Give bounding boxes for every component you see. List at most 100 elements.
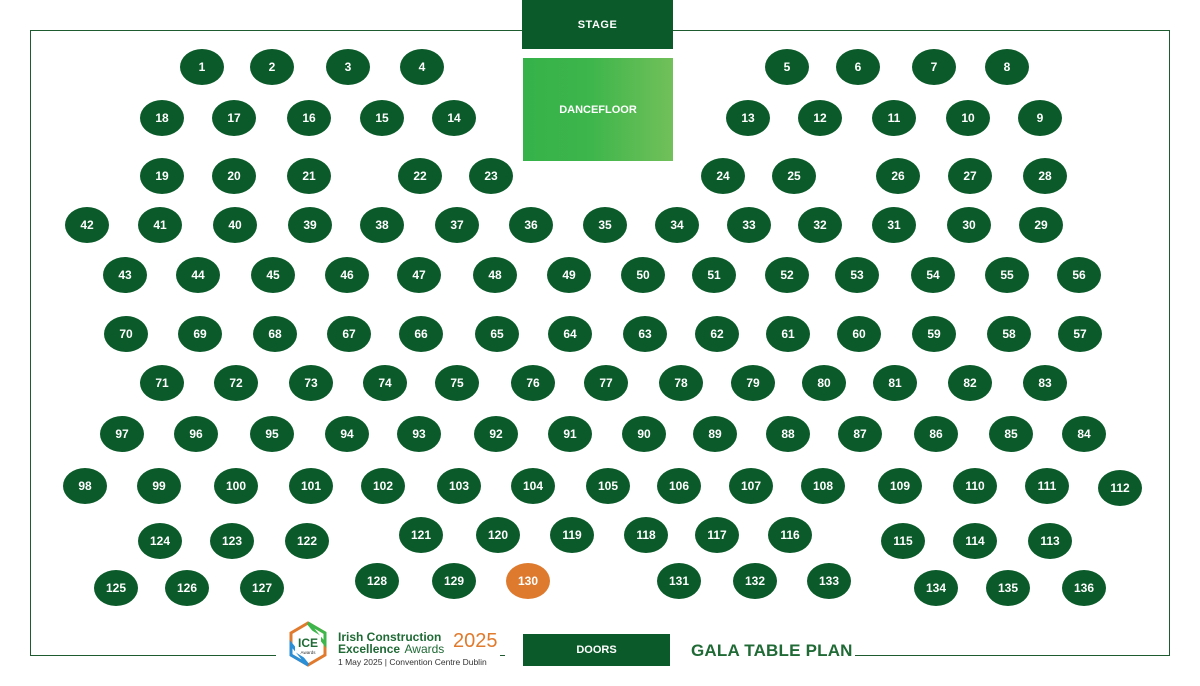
table-71[interactable]: 71 [140,365,184,401]
table-125[interactable]: 125 [94,570,138,606]
table-2[interactable]: 2 [250,49,294,85]
table-46[interactable]: 46 [325,257,369,293]
table-74[interactable]: 74 [363,365,407,401]
table-134[interactable]: 134 [914,570,958,606]
table-131[interactable]: 131 [657,563,701,599]
table-8[interactable]: 8 [985,49,1029,85]
table-61[interactable]: 61 [766,316,810,352]
table-62[interactable]: 62 [695,316,739,352]
table-112[interactable]: 112 [1098,470,1142,506]
table-21[interactable]: 21 [287,158,331,194]
table-120[interactable]: 120 [476,517,520,553]
table-50[interactable]: 50 [621,257,665,293]
table-1[interactable]: 1 [180,49,224,85]
table-17[interactable]: 17 [212,100,256,136]
table-136[interactable]: 136 [1062,570,1106,606]
table-118[interactable]: 118 [624,517,668,553]
table-54[interactable]: 54 [911,257,955,293]
table-111[interactable]: 111 [1025,468,1069,504]
table-90[interactable]: 90 [622,416,666,452]
table-7[interactable]: 7 [912,49,956,85]
table-4[interactable]: 4 [400,49,444,85]
table-23[interactable]: 23 [469,158,513,194]
table-43[interactable]: 43 [103,257,147,293]
table-126[interactable]: 126 [165,570,209,606]
table-78[interactable]: 78 [659,365,703,401]
table-49[interactable]: 49 [547,257,591,293]
table-35[interactable]: 35 [583,207,627,243]
table-42[interactable]: 42 [65,207,109,243]
table-22[interactable]: 22 [398,158,442,194]
table-63[interactable]: 63 [623,316,667,352]
table-123[interactable]: 123 [210,523,254,559]
table-51[interactable]: 51 [692,257,736,293]
table-96[interactable]: 96 [174,416,218,452]
table-36[interactable]: 36 [509,207,553,243]
table-14[interactable]: 14 [432,100,476,136]
table-110[interactable]: 110 [953,468,997,504]
table-76[interactable]: 76 [511,365,555,401]
table-20[interactable]: 20 [212,158,256,194]
table-45[interactable]: 45 [251,257,295,293]
table-119[interactable]: 119 [550,517,594,553]
table-39[interactable]: 39 [288,207,332,243]
table-30[interactable]: 30 [947,207,991,243]
table-102[interactable]: 102 [361,468,405,504]
table-48[interactable]: 48 [473,257,517,293]
table-55[interactable]: 55 [985,257,1029,293]
table-27[interactable]: 27 [948,158,992,194]
table-85[interactable]: 85 [989,416,1033,452]
table-81[interactable]: 81 [873,365,917,401]
table-10[interactable]: 10 [946,100,990,136]
table-101[interactable]: 101 [289,468,333,504]
table-93[interactable]: 93 [397,416,441,452]
table-113[interactable]: 113 [1028,523,1072,559]
table-34[interactable]: 34 [655,207,699,243]
table-3[interactable]: 3 [326,49,370,85]
table-132[interactable]: 132 [733,563,777,599]
table-122[interactable]: 122 [285,523,329,559]
table-94[interactable]: 94 [325,416,369,452]
table-28[interactable]: 28 [1023,158,1067,194]
table-37[interactable]: 37 [435,207,479,243]
table-67[interactable]: 67 [327,316,371,352]
table-87[interactable]: 87 [838,416,882,452]
table-9[interactable]: 9 [1018,100,1062,136]
table-13[interactable]: 13 [726,100,770,136]
table-6[interactable]: 6 [836,49,880,85]
table-82[interactable]: 82 [948,365,992,401]
table-58[interactable]: 58 [987,316,1031,352]
table-11[interactable]: 11 [872,100,916,136]
table-38[interactable]: 38 [360,207,404,243]
table-16[interactable]: 16 [287,100,331,136]
table-25[interactable]: 25 [772,158,816,194]
table-33[interactable]: 33 [727,207,771,243]
table-116[interactable]: 116 [768,517,812,553]
table-115[interactable]: 115 [881,523,925,559]
table-47[interactable]: 47 [397,257,441,293]
table-97[interactable]: 97 [100,416,144,452]
table-19[interactable]: 19 [140,158,184,194]
table-109[interactable]: 109 [878,468,922,504]
table-69[interactable]: 69 [178,316,222,352]
table-84[interactable]: 84 [1062,416,1106,452]
table-79[interactable]: 79 [731,365,775,401]
table-88[interactable]: 88 [766,416,810,452]
table-77[interactable]: 77 [584,365,628,401]
table-128[interactable]: 128 [355,563,399,599]
table-91[interactable]: 91 [548,416,592,452]
table-124[interactable]: 124 [138,523,182,559]
table-53[interactable]: 53 [835,257,879,293]
table-24[interactable]: 24 [701,158,745,194]
table-92[interactable]: 92 [474,416,518,452]
table-60[interactable]: 60 [837,316,881,352]
table-100[interactable]: 100 [214,468,258,504]
table-127[interactable]: 127 [240,570,284,606]
table-130[interactable]: 130 [506,563,550,599]
table-105[interactable]: 105 [586,468,630,504]
table-18[interactable]: 18 [140,100,184,136]
table-12[interactable]: 12 [798,100,842,136]
table-72[interactable]: 72 [214,365,258,401]
table-121[interactable]: 121 [399,517,443,553]
table-26[interactable]: 26 [876,158,920,194]
